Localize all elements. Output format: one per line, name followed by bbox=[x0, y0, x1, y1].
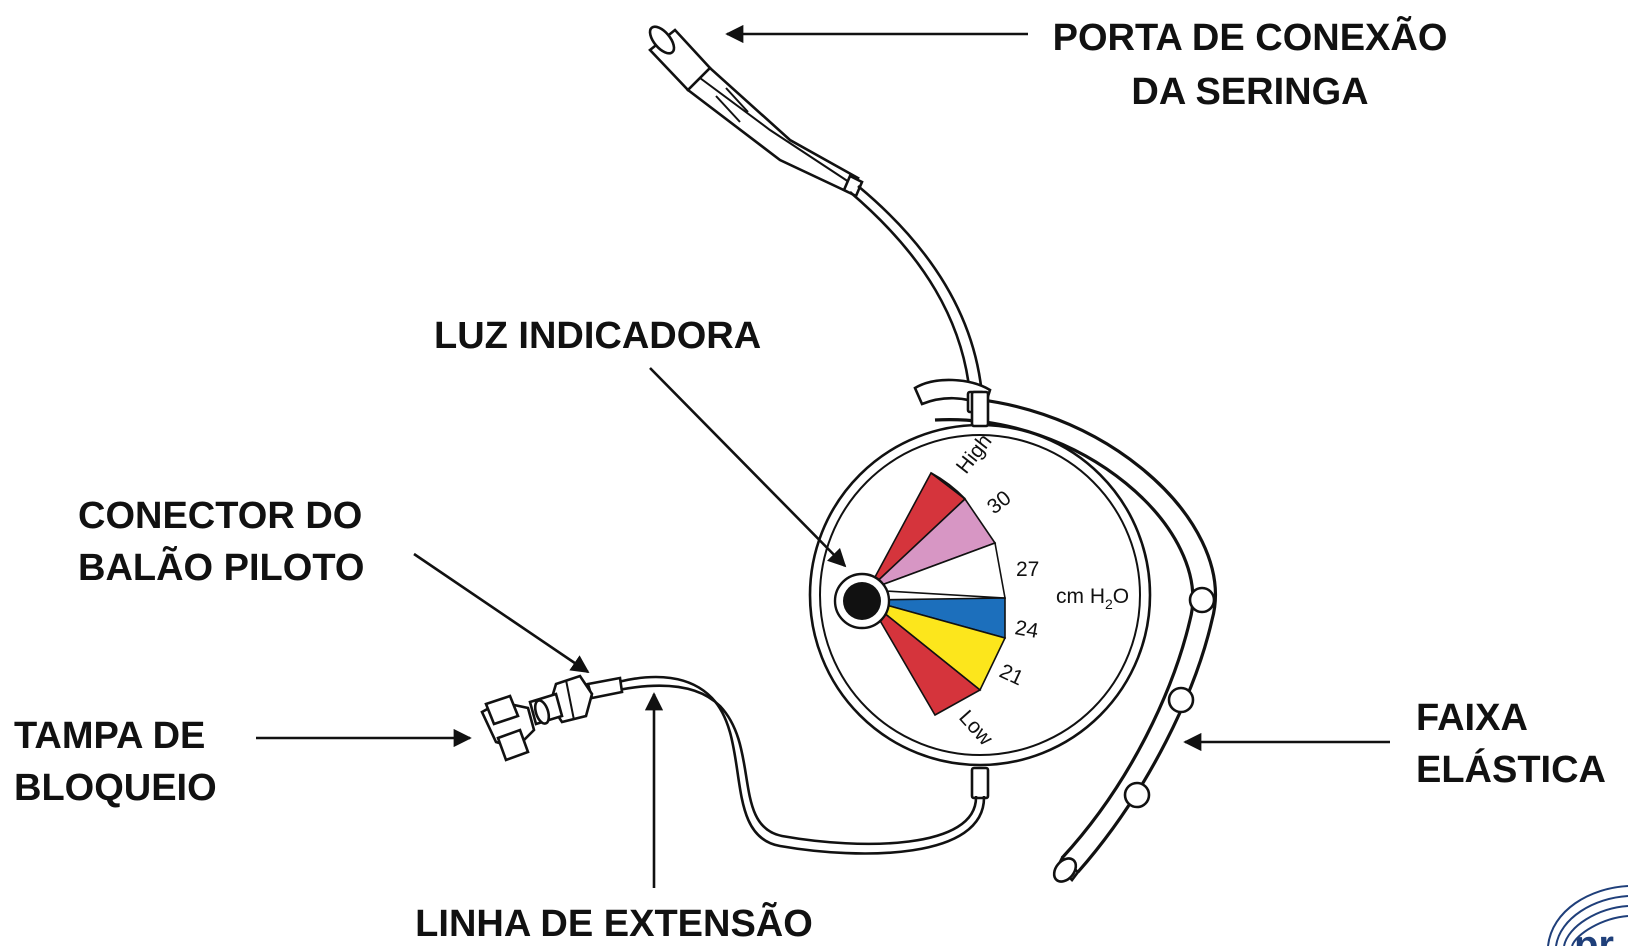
gauge-zone-low bbox=[867, 599, 982, 717]
elastic-band-label-line2: ELÁSTICA bbox=[1416, 747, 1606, 791]
pressure-gauge: High 30 27 24 21 Low cm H2O bbox=[808, 390, 1152, 800]
syringe-port-label-line2: DA SERINGA bbox=[1131, 71, 1368, 113]
pilot-connector-label-line1: CONECTOR DO bbox=[78, 495, 362, 537]
gauge-tick-27: 27 bbox=[1016, 558, 1039, 581]
pilot-connector-arrow bbox=[413, 552, 590, 674]
gauge-unit: cm H2O bbox=[1056, 585, 1129, 612]
elastic-band-label-line1: FAIXA bbox=[1416, 697, 1528, 739]
elastic-band-bead bbox=[1167, 686, 1195, 714]
gauge-inner-ring bbox=[819, 434, 1141, 756]
indicator-light-arrow bbox=[649, 367, 847, 568]
elastic-band bbox=[913, 378, 1217, 883]
pilot-balloon-connector bbox=[528, 674, 624, 726]
elastic-band-bead bbox=[1188, 586, 1216, 614]
indicator-light bbox=[843, 582, 881, 620]
syringe-port-tubing bbox=[849, 185, 984, 396]
gauge-zone-target-upper bbox=[867, 541, 1006, 599]
syringe-port-connector bbox=[648, 25, 864, 198]
lock-cap-label-line1: TAMPA DE bbox=[14, 715, 205, 757]
brand-logo: pr bbox=[1547, 885, 1628, 946]
syringe-port-label-line1: PORTA DE CONEXÃO bbox=[1053, 15, 1448, 59]
pilot-connector-label-line2: BALÃO PILOTO bbox=[78, 545, 364, 589]
extension-line-tubing bbox=[617, 675, 986, 855]
lock-cap-label-line2: BLOQUEIO bbox=[14, 767, 217, 809]
extension-line-label: LINHA DE EXTENSÃO bbox=[415, 901, 813, 945]
logo-swoosh-icon bbox=[1547, 885, 1628, 946]
elastic-band-bead bbox=[1123, 781, 1151, 809]
lock-cap bbox=[480, 694, 536, 762]
gauge-tick-24: 24 bbox=[1013, 616, 1040, 643]
logo-text: pr bbox=[1574, 923, 1614, 946]
indicator-light-label: LUZ INDICADORA bbox=[434, 315, 761, 357]
